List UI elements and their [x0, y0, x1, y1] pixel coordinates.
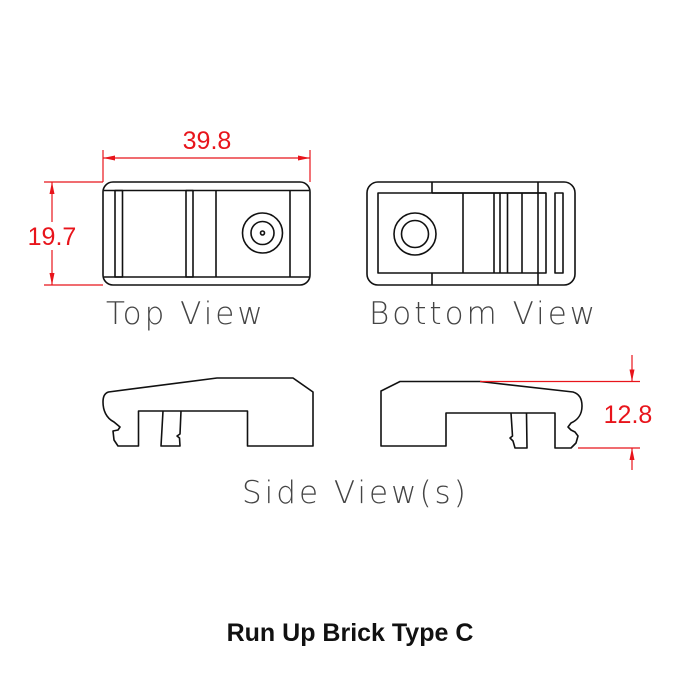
side-view-left-drawing	[102, 377, 314, 447]
width-dimension: 39.8	[102, 127, 311, 182]
top-view-label: Top View	[106, 296, 266, 332]
side-view-label: Side View(s)	[242, 475, 469, 511]
top-view-drawing	[102, 181, 311, 286]
width-dimension-label: 39.8	[183, 127, 232, 155]
height-dimension-label: 12.8	[604, 401, 653, 429]
depth-dimension: 19.7	[28, 181, 103, 286]
depth-dimension-label: 19.7	[28, 223, 77, 251]
bottom-view-label: Bottom View	[369, 296, 598, 332]
side-view-right-drawing	[380, 380, 583, 449]
hole-outer-circle	[241, 212, 284, 254]
drawing-title: Run Up Brick Type C	[227, 619, 474, 647]
bottom-view-drawing	[366, 181, 576, 286]
height-dimension: 12.8	[480, 355, 652, 470]
